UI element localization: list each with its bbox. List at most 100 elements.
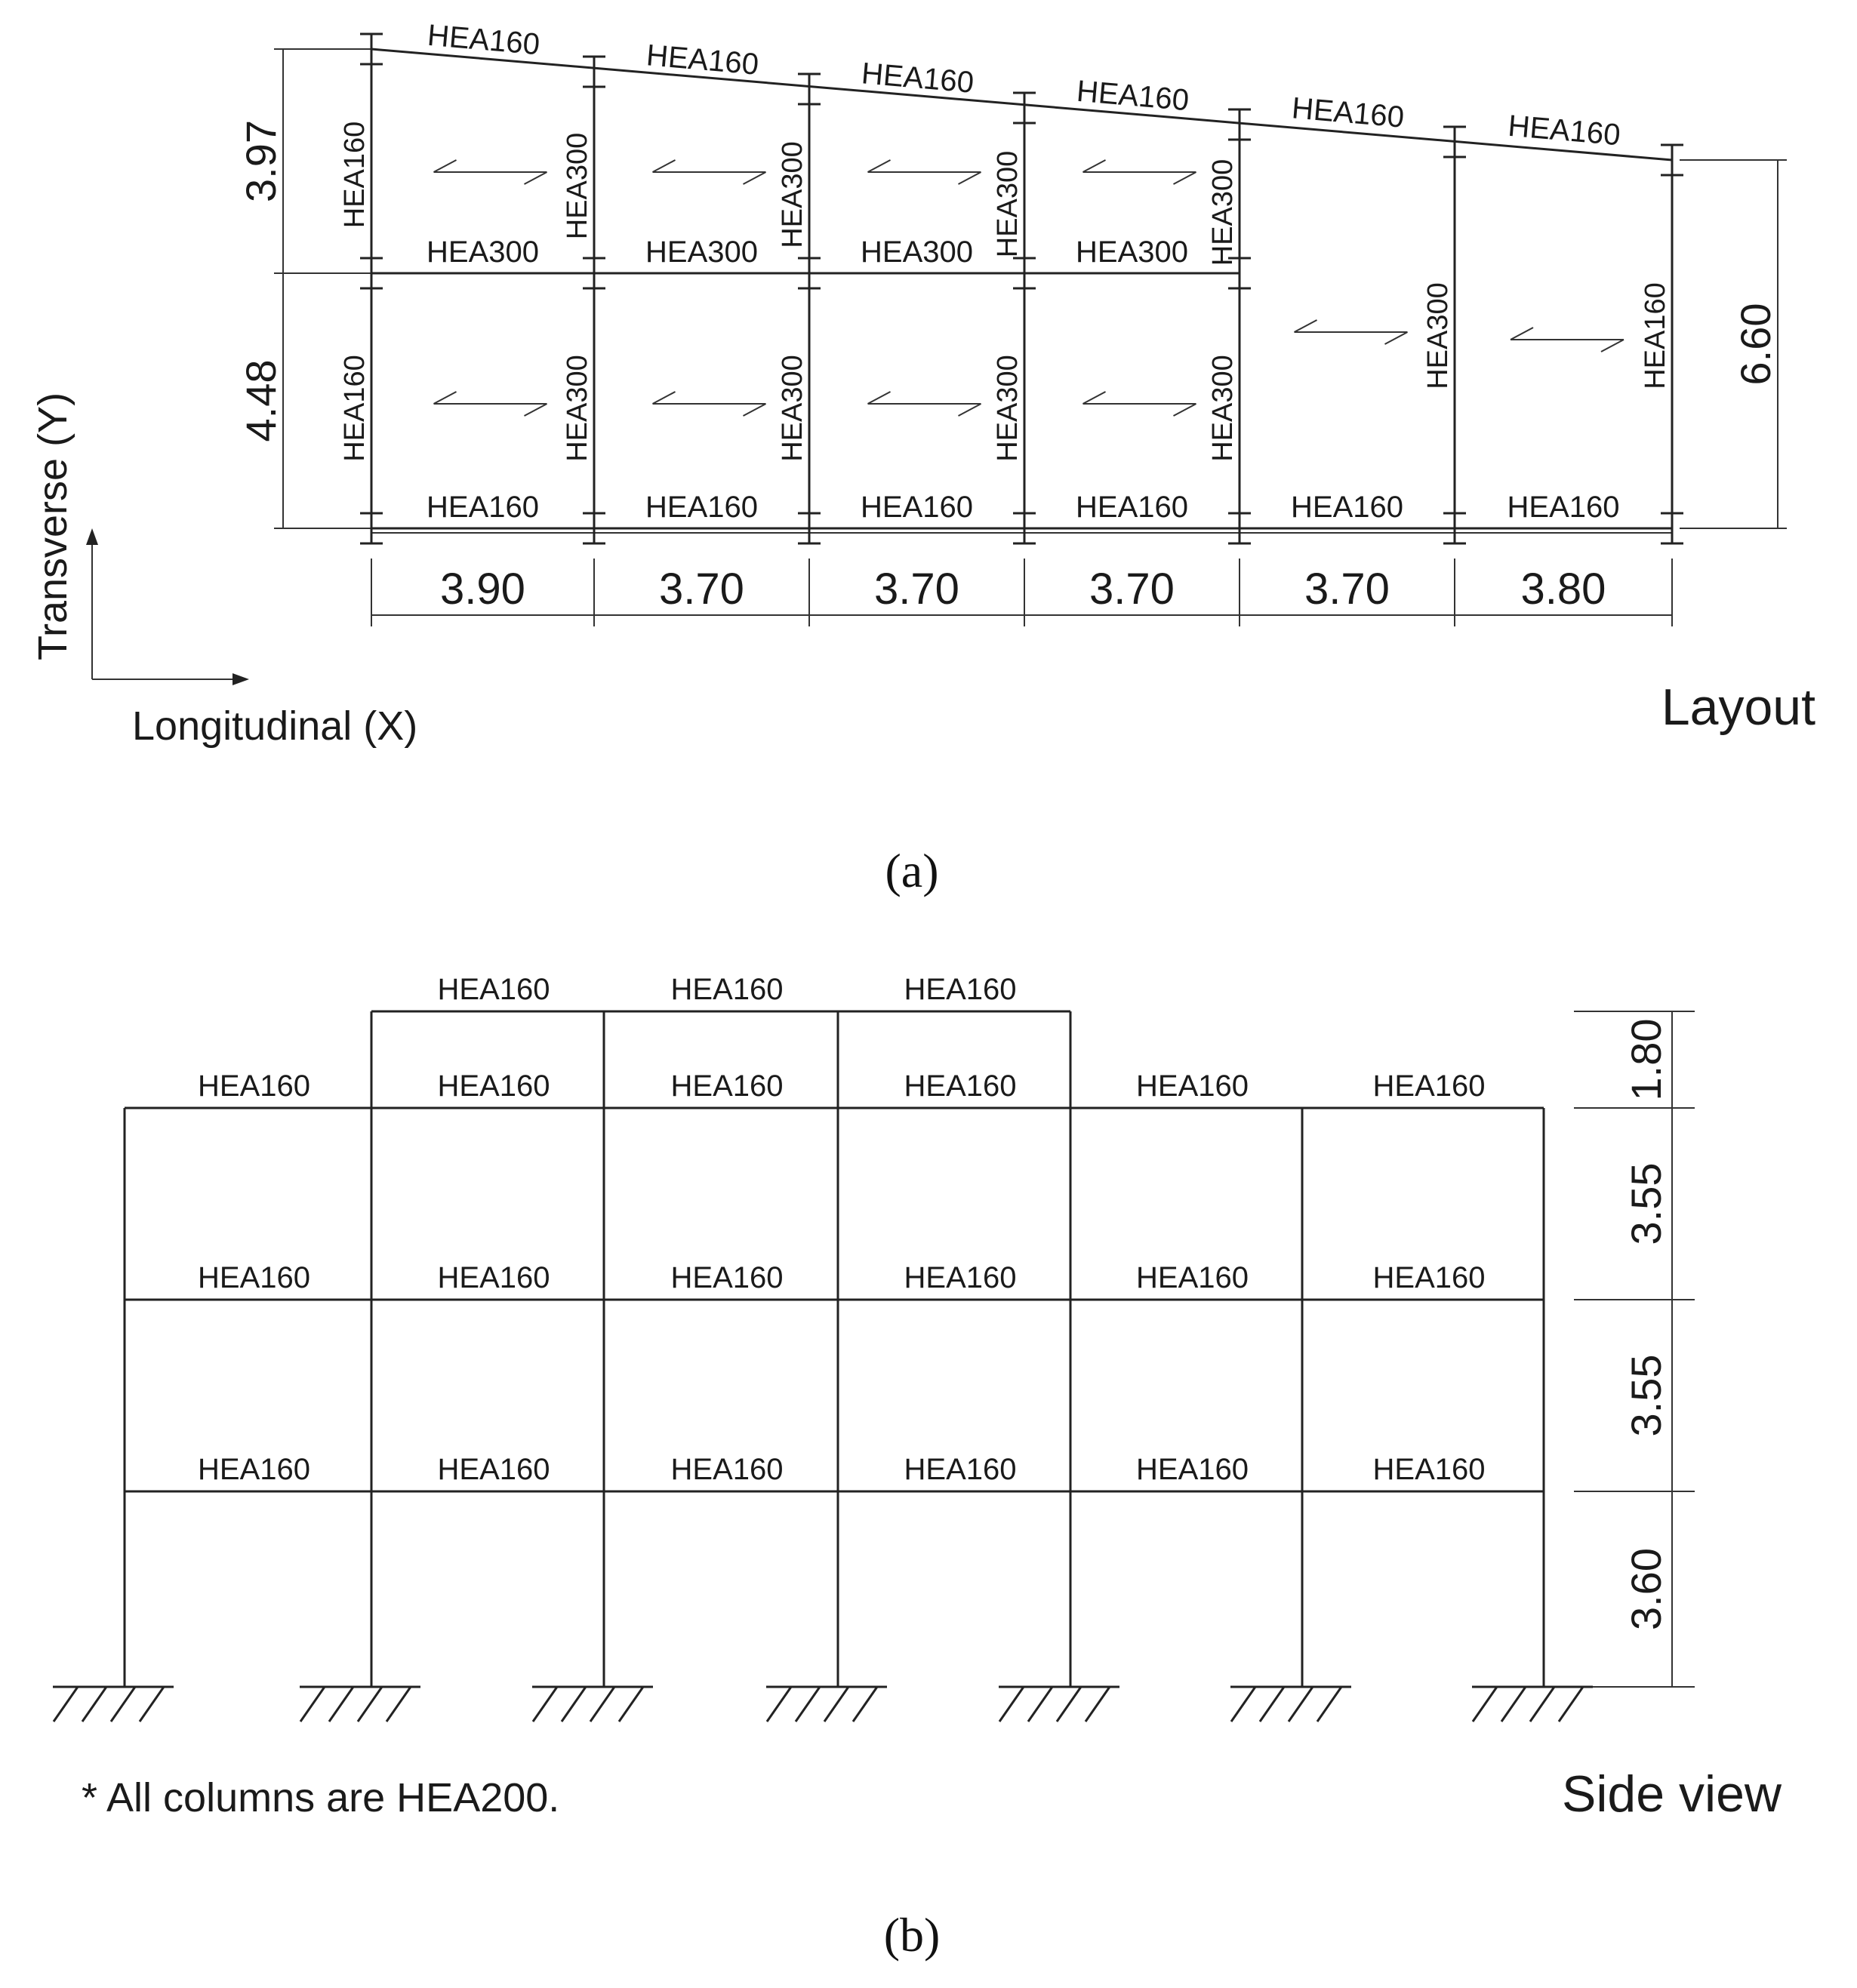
floor1-beam-label-5: HEA160 [1136,1453,1249,1486]
roof-beam-label-5: HEA160 [1136,1069,1249,1103]
support-hatch [823,1686,850,1722]
fixed-support-2 [299,1685,420,1722]
span-arrow-upper-3 [867,159,981,185]
column-marker-bottom-5 [1228,512,1251,545]
floor2-beam-label-2: HEA160 [438,1261,550,1294]
story-height-2: 3.55 [1622,1163,1670,1245]
bottom-beam-label-6: HEA160 [1507,491,1620,524]
span-arrow-lower-2 [652,391,766,417]
support-hatch [81,1686,108,1722]
story-height-3: 3.55 [1622,1355,1670,1437]
span-arrow-head-right [524,403,547,417]
span-arrow-head-left [652,391,676,405]
support-hatch [1258,1686,1286,1722]
span-arrow-head-left [1082,159,1106,173]
span-arrow-upper-4 [1082,159,1196,185]
penthouse-beam-label-2: HEA160 [671,973,784,1006]
column-marker-top-2 [583,55,605,88]
axis-indicator [86,528,249,685]
bottom-beam-label-2: HEA160 [645,491,758,524]
right-dimension: 6.60 [1732,303,1779,386]
span-arrow-upper-2 [652,159,766,185]
bay-width-2: 3.70 [659,565,744,614]
span-arrow-head-left [867,391,891,405]
lower-column-label-4: HEA300 [992,355,1024,462]
tall-column-label-2: HEA160 [1640,282,1671,389]
column-marker-bottom-7 [1661,512,1683,545]
support-hatch [765,1686,793,1722]
roof-beam-label-3: HEA160 [671,1069,784,1103]
span-arrow-head-right [1173,171,1196,185]
fixed-support-4 [765,1685,887,1722]
floor1-beam-label-2: HEA160 [438,1453,550,1486]
support-hatch [1230,1686,1257,1722]
floor1-beam-label-1: HEA160 [198,1453,310,1486]
span-arrow-head-left [1510,327,1534,340]
column-marker-top-1 [360,32,383,66]
column-marker-bottom-4 [1013,512,1036,545]
column-marker-mid-5 [1228,257,1251,290]
lower-column-label-2: HEA300 [562,355,593,462]
span-arrow-upper-1 [433,159,547,185]
column-marker-bottom-3 [798,512,821,545]
column-marker-top-4 [1013,91,1036,125]
floor1-beam-label-6: HEA160 [1373,1453,1486,1486]
floor1-beam-label-3: HEA160 [671,1453,784,1486]
column-marker-bottom-2 [583,512,605,545]
support-hatch [1287,1686,1314,1722]
y-axis-label: Transverse (Y) [30,392,75,660]
support-hatch [52,1686,79,1722]
floor2-beam-label-3: HEA160 [671,1261,784,1294]
roof-beam-label-4: HEA160 [904,1069,1017,1103]
span-arrow-head-left [867,159,891,173]
span-arrow-lower-3 [867,391,981,417]
column-marker-bottom-6 [1443,512,1466,545]
upper-column-label-5: HEA300 [1207,159,1239,266]
fixed-support-7 [1471,1685,1593,1722]
bottom-beam-label-1: HEA160 [427,491,539,524]
span-arrow-head-left [433,391,457,405]
span-arrow-head-right [743,171,766,185]
floor2-beam-label-5: HEA160 [1136,1261,1249,1294]
support-hatch [1055,1686,1082,1722]
bottom-beam-label-5: HEA160 [1291,491,1403,524]
support-hatch [560,1686,587,1722]
support-hatch [299,1686,326,1722]
caption-a: (a) [885,844,938,897]
support-hatch [1471,1686,1498,1722]
bottom-beam-label-4: HEA160 [1076,491,1188,524]
column-marker-mid-2 [583,257,605,290]
support-hatch [998,1686,1025,1722]
span-arrow-head-right [958,171,981,185]
support-hatch [1027,1686,1054,1722]
column-marker-top-7 [1661,143,1683,177]
column-marker-mid-1 [360,257,383,290]
roof-beam-label-1: HEA160 [198,1069,310,1103]
fixed-support-1 [52,1685,174,1722]
fixed-support-3 [531,1685,653,1722]
fixed-support-6 [1230,1685,1351,1722]
layout-title: Layout [1661,679,1815,736]
span-arrow-head-right [1173,403,1196,417]
floor1-beam-label-4: HEA160 [904,1453,1017,1486]
span-arrow-head-right [524,171,547,185]
bay-width-1: 3.90 [440,565,525,614]
story-height-4: 3.60 [1622,1548,1670,1630]
support-hatch [109,1686,137,1722]
span-arrow-head-left [1294,319,1317,333]
roof-beam-label-2: HEA160 [438,1069,550,1103]
support-hatch [617,1686,645,1722]
support-hatch [1084,1686,1111,1722]
caption-b: (b) [884,1908,941,1962]
top-beam-label-6: HEA160 [1507,109,1621,152]
upper-column-label-4: HEA300 [992,151,1024,258]
column-marker-mid-4 [1013,257,1036,290]
columns-note: * All columns are HEA200. [82,1775,559,1820]
mid-beam-label-1: HEA300 [427,235,539,269]
span-arrow-head-left [1082,391,1106,405]
mid-beam-label-3: HEA300 [861,235,973,269]
column-marker-top-6 [1443,125,1466,158]
span-arrow-tall-2 [1510,327,1624,352]
mid-beam-label-2: HEA300 [645,235,758,269]
